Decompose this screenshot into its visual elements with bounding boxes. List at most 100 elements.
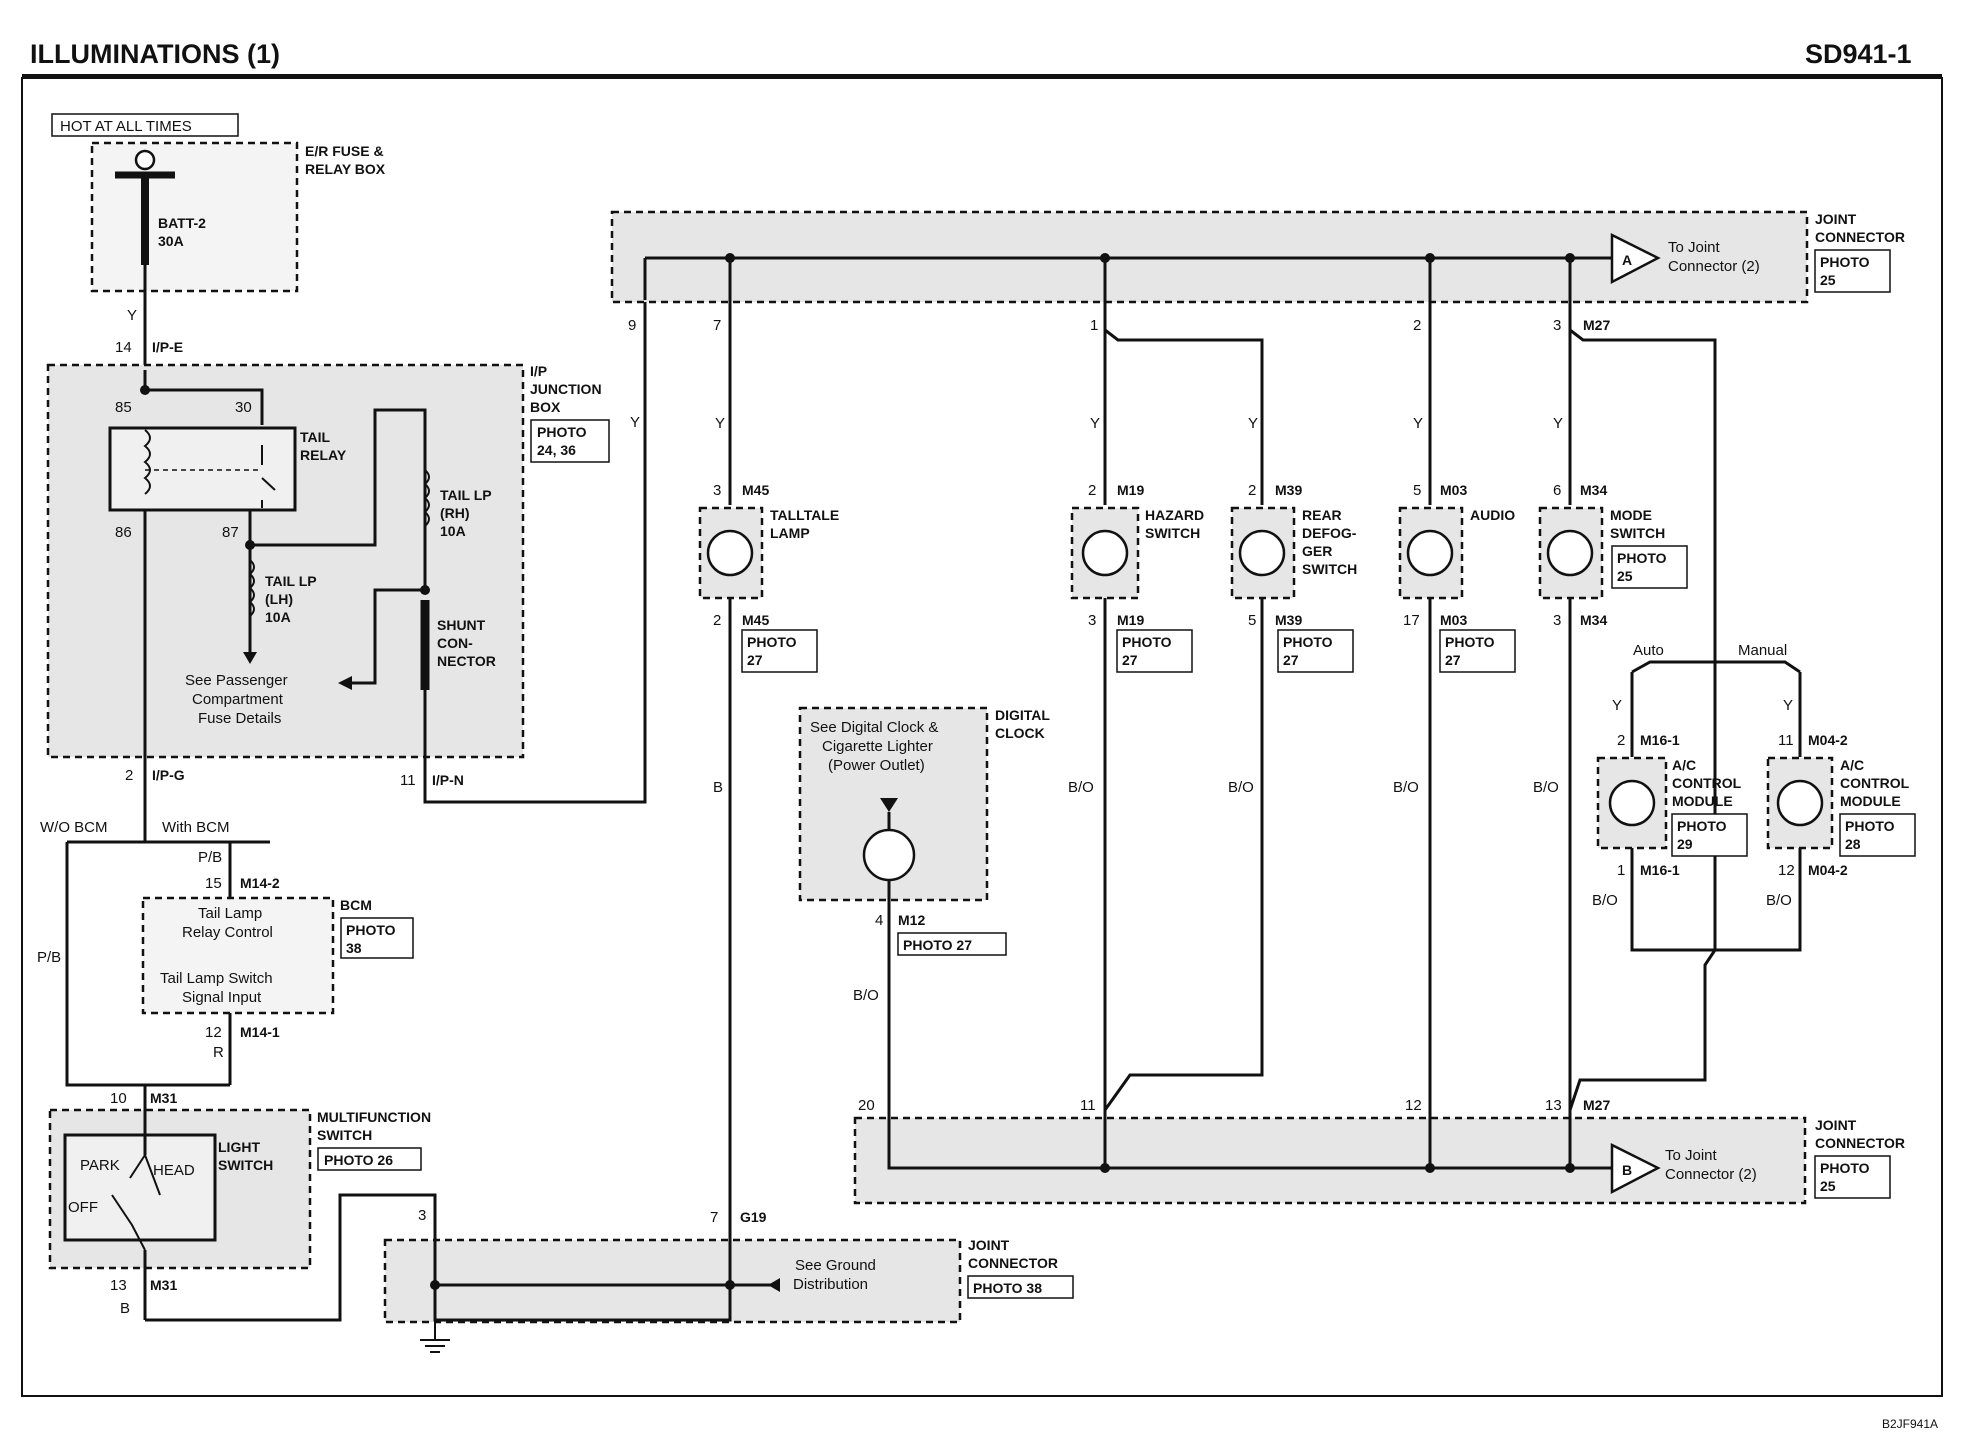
- tail-relay-label-2: RELAY: [300, 447, 347, 463]
- ac-manual-bulb-icon: [1776, 779, 1824, 827]
- tail-lp-rh-3: 10A: [440, 523, 466, 539]
- hot-at-all-times-text: HOT AT ALL TIMES: [60, 118, 192, 135]
- battery-terminal-icon: [134, 149, 156, 171]
- diagram-code: SD941-1: [1805, 39, 1912, 69]
- splice-top-1: [1100, 253, 1110, 263]
- with-bcm-label: With BCM: [162, 819, 230, 836]
- hazard-bot-conn: M19: [1117, 612, 1144, 628]
- arrow-lh-down-icon: [243, 652, 257, 664]
- mode-photo-tag: [1611, 545, 1688, 589]
- ac-auto-name-1: A/C: [1672, 757, 1696, 773]
- ac-manual-photo-tag: [1839, 813, 1916, 857]
- joint-top-drops: [643, 258, 1572, 300]
- wire-87-to-rh-fuse: [248, 408, 427, 590]
- wire-color-pb-left: P/B: [37, 949, 61, 966]
- ground-joint-name-2: CONNECTOR: [968, 1255, 1058, 1271]
- wire-ac-top: [1569, 328, 1717, 950]
- ip-box-name-1: I/P: [530, 363, 547, 379]
- mode-name-2: SWITCH: [1610, 525, 1665, 541]
- joint-top-arrow-a: [1610, 232, 1661, 285]
- m31-bot-pin: 13: [110, 1277, 127, 1294]
- defog-bot-conn: M39: [1275, 612, 1302, 628]
- wire-bcm-branch: [65, 770, 270, 1087]
- mode-bot-conn: M34: [1580, 612, 1607, 628]
- wire-ipn-to-joint: [423, 300, 647, 804]
- wire-color-bo-auto: B/O: [1592, 892, 1618, 909]
- talltale-name-2: LAMP: [770, 525, 810, 541]
- light-switch: [63, 1133, 217, 1242]
- splice-top-2: [1425, 253, 1435, 263]
- splice-bottom-13: [1565, 1163, 1575, 1173]
- ground-joint-name-1: JOINT: [968, 1237, 1010, 1253]
- joint-top-letter: A: [1622, 252, 1632, 268]
- wire-color-b-switch: B: [120, 1300, 130, 1317]
- joint-bottom-photo-tag: [1814, 1155, 1891, 1199]
- tail-lp-rh-2: (RH): [440, 505, 470, 521]
- see-ground-2: Distribution: [793, 1276, 868, 1293]
- talltale-name-1: TALLTALE: [770, 507, 839, 523]
- wire-color-y-audio: Y: [1413, 415, 1423, 432]
- hazard-name-1: HAZARD: [1145, 507, 1204, 523]
- ac-auto-photo-2: 29: [1677, 836, 1693, 852]
- joint-bottom-m27: M27: [1583, 1097, 1610, 1113]
- hazard-top-pin: 2: [1088, 482, 1096, 499]
- clock-name-2: CLOCK: [995, 725, 1045, 741]
- ip-box-name-3: BOX: [530, 399, 561, 415]
- light-switch-label-2: SWITCH: [218, 1157, 273, 1173]
- light-switch-label-1: LIGHT: [218, 1139, 260, 1155]
- ac-auto-bot-conn: M16-1: [1640, 862, 1680, 878]
- relay-pin-86: 86: [115, 524, 132, 541]
- ac-auto-name-2: CONTROL: [1672, 775, 1742, 791]
- joint-top-photo-2: 25: [1820, 272, 1836, 288]
- wire-to-fuse-details: [350, 588, 425, 685]
- joint-bottom-name-2: CONNECTOR: [1815, 1135, 1905, 1151]
- wire-color-bo-hazard: B/O: [1068, 779, 1094, 796]
- ac-manual-photo-1: PHOTO: [1845, 818, 1895, 834]
- joint-bottom-bus: [887, 1115, 1612, 1170]
- g19-connector: G19: [740, 1209, 767, 1225]
- audio-photo-tag: [1439, 629, 1516, 673]
- ac-manual-name-3: MODULE: [1840, 793, 1901, 809]
- joint-top-name-2: CONNECTOR: [1815, 229, 1905, 245]
- splice-top-7: [725, 253, 735, 263]
- arrow-ground-distribution-icon: [768, 1278, 780, 1292]
- talltale-photo-1: PHOTO: [747, 634, 797, 650]
- hazard-name-2: SWITCH: [1145, 525, 1200, 541]
- joint-top-photo-1: PHOTO: [1820, 254, 1870, 270]
- ip-box-photo-tag: [530, 419, 610, 463]
- ac-auto-top-conn: M16-1: [1640, 732, 1680, 748]
- relay-pin-87: 87: [222, 524, 239, 541]
- ac-manual-top-pin: 11: [1778, 732, 1794, 749]
- defog-bot-pin: 5: [1248, 612, 1256, 629]
- joint-top-name-1: JOINT: [1815, 211, 1857, 227]
- see-fuse-details-2: Compartment: [192, 691, 284, 708]
- er-fuse-relay-box: [90, 141, 299, 293]
- wire-color-bo-mode: B/O: [1533, 779, 1559, 796]
- defog-name-4: SWITCH: [1302, 561, 1357, 577]
- see-ground-1: See Ground: [795, 1257, 876, 1274]
- wire-defog-top: [1104, 328, 1264, 505]
- wire-color-bo-clock: B/O: [853, 987, 879, 1004]
- wire-color-r: R: [213, 1044, 224, 1061]
- switch-off: OFF: [68, 1199, 98, 1216]
- shunt-label-2: CON-: [437, 635, 473, 651]
- er-fuse-box-label-1: E/R FUSE &: [305, 143, 384, 159]
- joint-bottom-pin-13: 13: [1545, 1097, 1562, 1114]
- mode-top-conn: M34: [1580, 482, 1607, 498]
- wire-color-b-talltale: B: [713, 779, 723, 796]
- hot-at-all-times-label: [51, 113, 239, 137]
- tail-lp-lh-3: 10A: [265, 609, 291, 625]
- bcm-tail-relay-1: Tail Lamp: [198, 905, 262, 922]
- er-fuse-box-label-2: RELAY BOX: [305, 161, 386, 177]
- wire-color-y-talltale: Y: [715, 415, 725, 432]
- page-frame: [21, 77, 1943, 1397]
- audio-top-pin: 5: [1413, 482, 1421, 499]
- m14-2-connector: M14-2: [240, 875, 280, 891]
- ipn-connector: I/P-N: [432, 772, 464, 788]
- audio-name: AUDIO: [1470, 507, 1515, 523]
- ground-joint-photo: PHOTO 38: [973, 1280, 1042, 1296]
- talltale-bot-conn: M45: [742, 612, 769, 628]
- talltale-bot-pin: 2: [713, 612, 721, 629]
- mode-top-pin: 6: [1553, 482, 1561, 499]
- m14-1-connector: M14-1: [240, 1024, 280, 1040]
